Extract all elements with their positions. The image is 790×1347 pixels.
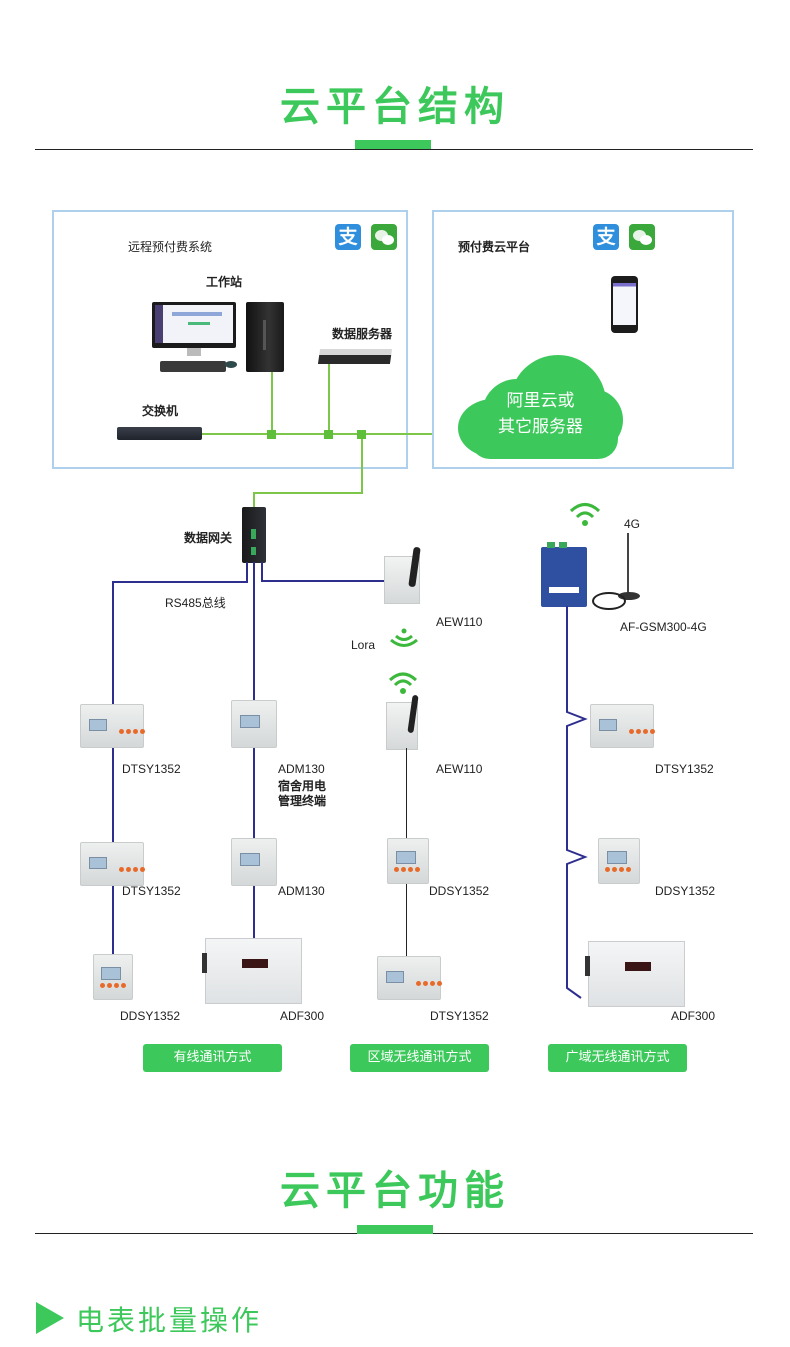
af-gsm300-4g-label: AF-GSM300-4G <box>620 620 707 634</box>
meter-adm130 <box>231 700 277 748</box>
rs485-bus-line-col1 <box>112 581 114 955</box>
meter-dtsy1352 <box>80 704 145 748</box>
device-label: DDSY1352 <box>429 884 490 898</box>
meter-ddsy1352 <box>387 838 429 884</box>
remote-prepaid-system-title: 远程预付费系统 <box>128 240 213 254</box>
switch-label: 交换机 <box>142 404 179 418</box>
alipay-icon: 支 <box>593 224 619 250</box>
meter-box-adf300 <box>202 938 302 1004</box>
data-gateway <box>242 507 266 563</box>
meter-adm130 <box>231 838 277 886</box>
meter-dtsy1352 <box>590 704 655 748</box>
4g-antenna <box>627 533 629 593</box>
rs485-bus-line-aew <box>261 580 386 582</box>
antenna-base <box>618 592 640 600</box>
section-divider <box>35 149 753 150</box>
device-label: DTSY1352 <box>122 884 181 898</box>
aew110-module-top <box>384 546 421 604</box>
antenna-4g-label: 4G <box>624 517 641 531</box>
monitor-stand <box>187 348 201 356</box>
af-gsm300-4g-device <box>541 542 587 607</box>
device-label: DDSY1352 <box>120 1009 181 1023</box>
rs485-bus-line <box>261 562 263 582</box>
lora-wireless-icon <box>390 628 418 647</box>
section-divider-accent <box>355 140 431 149</box>
wifi-icon <box>388 672 418 694</box>
network-line-gateway-drop <box>253 492 255 509</box>
network-line-server <box>328 364 330 434</box>
mode-wide-area-wireless-badge: 广域无线通讯方式 <box>548 1044 687 1072</box>
rs485-bus-line <box>246 562 248 583</box>
device-desc-line2: 管理终端 <box>278 794 327 808</box>
feature-title: 电表批量操作 <box>76 1304 263 1337</box>
db-server-label: 数据服务器 <box>332 327 393 341</box>
rs485-bus-line <box>112 581 248 583</box>
network-line-down <box>361 433 363 493</box>
meter-dtsy1352 <box>377 956 442 1000</box>
aew110-module-mid <box>386 694 419 750</box>
cloud-server: 阿里云或 其它服务器 <box>458 355 623 460</box>
device-label: DDSY1352 <box>655 884 716 898</box>
device-label: ADM130 <box>278 762 325 776</box>
alipay-icon: 支 <box>335 224 361 250</box>
mode-local-wireless-badge: 区域无线通讯方式 <box>350 1044 489 1072</box>
rs485-bus-label: RS485总线 <box>165 596 226 610</box>
device-label: ADM130 <box>278 884 325 898</box>
device-label: DTSY1352 <box>122 762 181 776</box>
network-node <box>357 430 366 439</box>
workstation-tower <box>246 302 284 372</box>
workstation-monitor <box>152 302 236 348</box>
antenna-cable <box>592 592 626 610</box>
device-label: ADF300 <box>671 1009 716 1023</box>
section-divider-accent <box>357 1225 433 1234</box>
keyboard <box>160 361 226 372</box>
network-node <box>267 430 276 439</box>
mouse <box>225 361 237 368</box>
device-desc-line1: 宿舍用电 <box>278 779 327 793</box>
device-label: ADF300 <box>280 1009 325 1023</box>
aew110-mid-label: AEW110 <box>436 762 483 776</box>
section-title-structure: 云平台结构 <box>280 84 510 130</box>
workstation-label: 工作站 <box>206 275 243 289</box>
mode-wired-badge: 有线通讯方式 <box>143 1044 282 1072</box>
db-server <box>317 349 393 364</box>
meter-dtsy1352 <box>80 842 145 886</box>
wide-area-wireless-link <box>566 606 588 999</box>
meter-box-adf300 <box>585 941 685 1007</box>
aew110-top-label: AEW110 <box>436 615 483 629</box>
cloud-text-line2: 其它服务器 <box>498 417 583 437</box>
section-title-functions: 云平台功能 <box>280 1168 510 1214</box>
wifi-icon <box>569 503 601 526</box>
device-label: DTSY1352 <box>430 1009 489 1023</box>
network-switch <box>117 427 202 440</box>
cloud-text-line1: 阿里云或 <box>506 391 575 411</box>
wechat-icon <box>371 224 397 250</box>
network-line <box>202 433 432 435</box>
wechat-icon <box>629 224 655 250</box>
network-line-workstation <box>271 372 273 434</box>
data-gateway-label: 数据网关 <box>184 531 233 545</box>
device-label: DTSY1352 <box>655 762 714 776</box>
network-node <box>324 430 333 439</box>
network-line-gateway <box>253 492 363 494</box>
prepaid-cloud-platform-title: 预付费云平台 <box>458 240 531 254</box>
play-triangle-icon <box>36 1302 64 1334</box>
rs485-bus-line-col2 <box>253 562 255 938</box>
lora-label: Lora <box>351 638 376 652</box>
meter-ddsy1352 <box>598 838 640 884</box>
smartphone-icon <box>611 276 638 333</box>
meter-ddsy1352 <box>93 954 133 1000</box>
